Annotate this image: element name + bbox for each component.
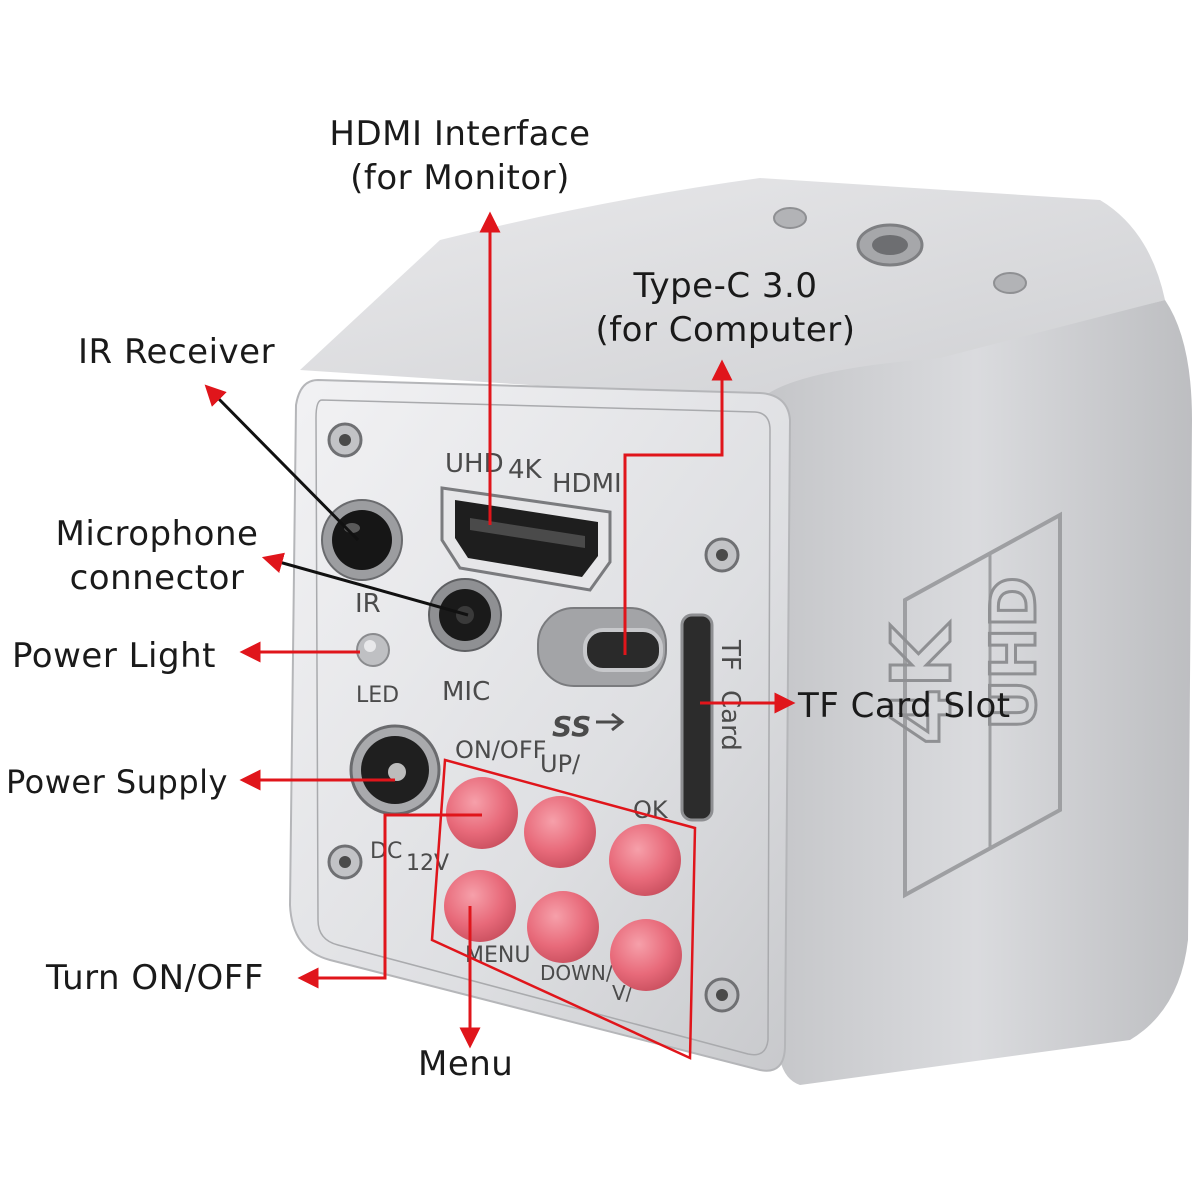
tripod-mount-thread-icon [872, 235, 908, 255]
side-uhd-text: UHD [977, 576, 1050, 730]
mic-callout-line1: Microphone [55, 514, 259, 554]
side-4k-text: 4K [875, 621, 970, 745]
power-light-callout: Power Light [12, 636, 216, 676]
ir-label: IR [355, 589, 381, 619]
turn-onoff-arrow [297, 813, 482, 989]
hdmi-label: HDMI [552, 469, 622, 499]
hdmi-callout-line1: HDMI Interface [329, 114, 591, 154]
down-button[interactable] [527, 891, 599, 963]
ir-arrow [204, 384, 360, 542]
dc-jack: DC 12V [349, 724, 449, 876]
menu-callout: Menu [418, 1044, 514, 1084]
tf-label: TF [715, 639, 745, 671]
camera-side-face [760, 300, 1192, 1085]
button-highlight-box [430, 758, 697, 1060]
menu-button[interactable] [444, 870, 516, 942]
usb-symbol-icon [596, 712, 625, 732]
mic-arrow [261, 552, 469, 617]
onoff-button-label: ON/OFF [455, 736, 546, 764]
led-label: LED [356, 683, 399, 708]
ir-callout: IR Receiver [78, 332, 276, 372]
ok-button[interactable] [609, 824, 681, 896]
4k-label: 4K [508, 455, 543, 485]
menu-button-label: MENU [465, 943, 530, 968]
tf-callout: TF Card Slot [798, 686, 1011, 726]
callout-arrows [204, 211, 796, 1049]
camera-top-face [300, 178, 1165, 400]
camera-body [288, 178, 1192, 1085]
up-button[interactable] [524, 796, 596, 868]
superspeed-logo-text: SS [552, 710, 591, 743]
v-button-label: V/ [612, 981, 633, 1005]
card-label: Card [715, 690, 745, 751]
hdmi-callout-line2: (for Monitor) [350, 158, 570, 198]
top-screw-hole-icon [993, 272, 1027, 294]
onoff-button[interactable] [446, 777, 518, 849]
button-cluster [444, 777, 682, 991]
12v-label: 12V [406, 851, 449, 876]
typec-port: SS [537, 607, 667, 743]
typec-callout-line2: (for Computer) [595, 310, 856, 350]
typec-callout: Type-C 3.0 (for Computer) [578, 264, 873, 352]
tf-card-slot: TF Card [680, 613, 745, 822]
tf-slot-icon [680, 613, 714, 822]
ir-receiver: IR [321, 499, 403, 619]
camera-back-panel [288, 378, 792, 1072]
ir-receiver-icon [332, 510, 392, 570]
side-4k-uhd-emboss: 4K UHD [874, 511, 1062, 899]
mic-callout: Microphone connector [32, 512, 282, 600]
mic-label: MIC [442, 677, 490, 707]
uhd-label: UHD [445, 449, 504, 479]
up-button-label: UP/ [540, 750, 581, 778]
top-screw-hole-icon [773, 207, 807, 229]
down-button-label: DOWN/ [540, 961, 613, 985]
typec-arrow [623, 359, 733, 655]
typec-callout-line1: Type-C 3.0 [633, 266, 818, 306]
power-led: LED [356, 633, 399, 708]
typec-socket-icon [583, 628, 663, 672]
panel-screws [327, 422, 740, 1013]
v-button[interactable] [610, 919, 682, 991]
mounting-holes [773, 207, 1027, 294]
back-panel-plate [315, 399, 771, 1056]
hdmi-port: UHD 4K HDMI [440, 449, 622, 592]
power-supply-callout: Power Supply [6, 763, 228, 801]
turn-onoff-callout: Turn ON/OFF [46, 958, 264, 998]
mic-callout-line2: connector [69, 558, 245, 598]
hdmi-callout: HDMI Interface (for Monitor) [310, 112, 610, 200]
